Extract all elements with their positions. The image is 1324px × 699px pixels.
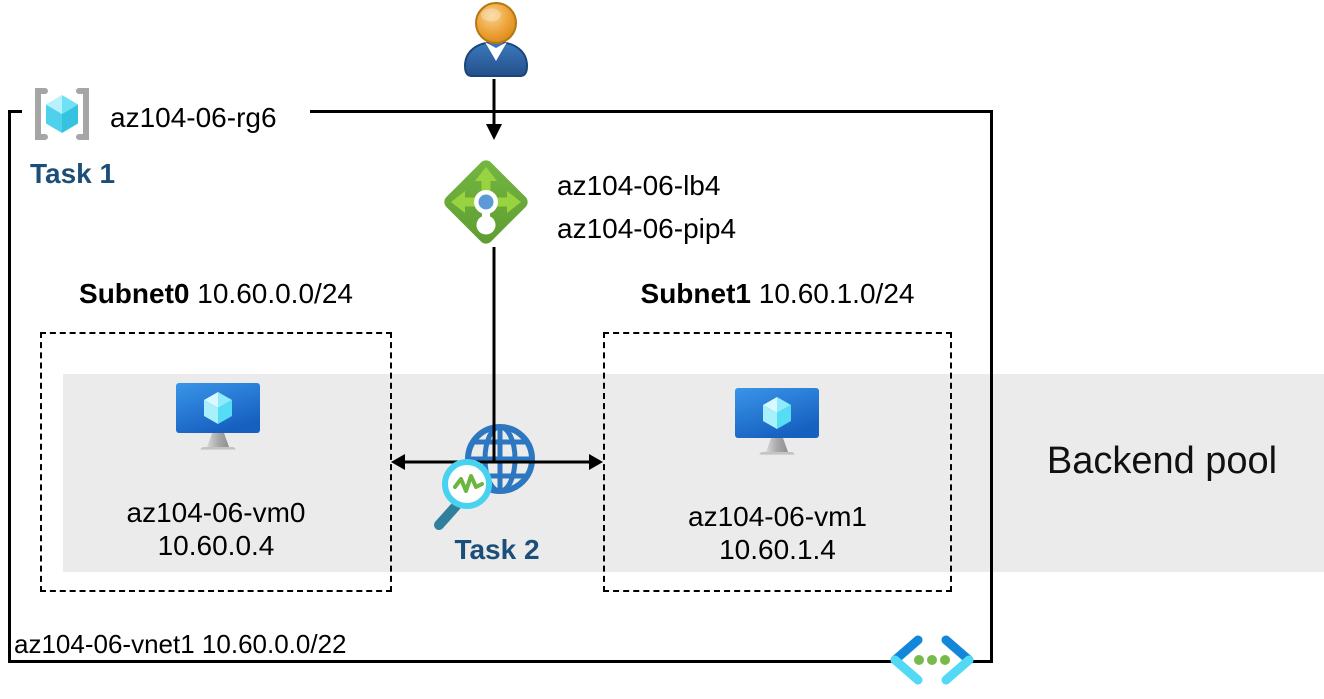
virtual-machine-icon [735, 388, 819, 455]
vm0-labels: az104-06-vm0 10.60.0.4 [40, 496, 392, 562]
monitor-magnifier-icon [434, 459, 492, 530]
virtual-machine-icon [176, 383, 260, 450]
backend-pool-label: Backend pool [1046, 440, 1278, 482]
subnet0-name: Subnet0 [79, 278, 190, 309]
vnet-cidr: 10.60.0.0/22 [201, 629, 347, 659]
globe-icon [465, 424, 535, 494]
public-ip-name: az104-06-pip4 [557, 213, 737, 244]
resource-group-icon [26, 88, 98, 140]
resource-group-boundary [8, 110, 993, 663]
virtual-network-icon [890, 635, 974, 685]
vnet-label: az104-06-vnet1 10.60.0.0/22 [14, 629, 347, 660]
subnet1-cidr: 10.60.1.0/24 [758, 278, 915, 309]
resource-group-name: az104-06-rg6 [110, 102, 277, 133]
task2-label: Task 2 [454, 534, 540, 565]
subnet1-name: Subnet1 [640, 278, 751, 309]
vm1-ip: 10.60.1.4 [719, 534, 836, 565]
person-icon [463, 2, 529, 77]
subnet0-cidr: 10.60.0.0/24 [197, 278, 353, 309]
subnet0-label: Subnet0 10.60.0.0/24 [40, 278, 392, 310]
vm0-name: az104-06-vm0 [126, 497, 306, 528]
vm0-ip: 10.60.0.4 [157, 530, 275, 561]
vm1-labels: az104-06-vm1 10.60.1.4 [603, 500, 952, 566]
backend-pool-band [63, 374, 1324, 572]
task1-label: Task 1 [30, 158, 116, 189]
load-balancer-icon [444, 160, 528, 244]
subnet1-boundary [603, 332, 952, 592]
subnet1-label: Subnet1 10.60.1.0/24 [603, 278, 952, 310]
vnet-name: az104-06-vnet1 [14, 629, 195, 659]
load-balancer-labels: az104-06-lb4 az104-06-pip4 [557, 164, 736, 250]
vm1-name: az104-06-vm1 [688, 501, 867, 532]
load-balancer-name: az104-06-lb4 [557, 170, 721, 201]
